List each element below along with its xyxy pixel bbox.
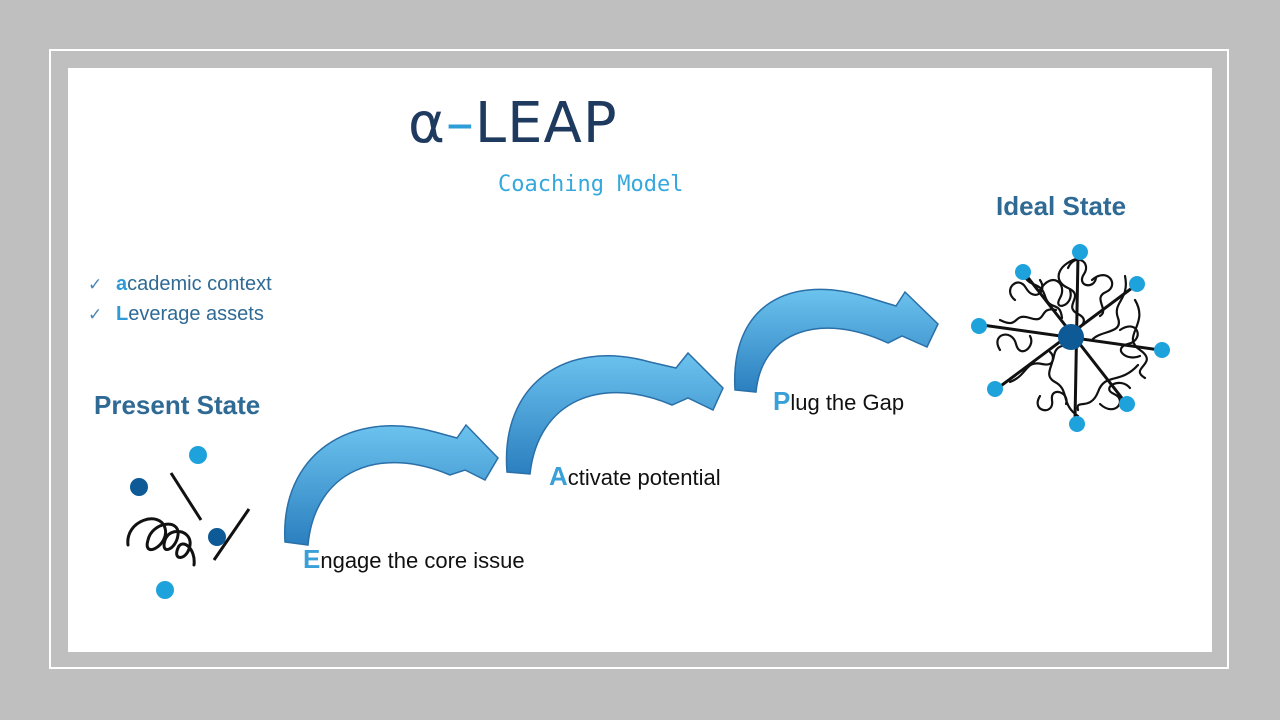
dot-light [1015, 264, 1031, 280]
center-dot [1058, 324, 1084, 350]
dot-light [189, 446, 207, 464]
present-state-icon [126, 446, 251, 599]
dot-light [1072, 244, 1088, 260]
step-text: ngage the core issue [320, 548, 525, 573]
dot-light [1129, 276, 1145, 292]
dot-dark [208, 528, 226, 546]
dot-light [156, 581, 174, 599]
squiggle-line [126, 517, 196, 567]
checklist-item-leverage: ✓ Leverage assets [88, 300, 272, 330]
step-text: lug the Gap [790, 390, 905, 415]
ideal-state-icon [971, 244, 1170, 432]
checklist-item-text: everage assets [128, 303, 264, 325]
arrow-plug [734, 288, 939, 393]
title-dash: – [445, 91, 475, 156]
dot-light [1119, 396, 1135, 412]
step-plug: Plug the Gap [773, 388, 904, 414]
step-letter: E [303, 544, 321, 574]
page-title: α–LEAP [408, 96, 618, 152]
step-activate: Activate potential [549, 463, 721, 489]
checklist-accent-letter: L [116, 303, 129, 325]
ideal-state-title: Ideal State [996, 191, 1127, 221]
step-engage: Engage the core issue [303, 546, 525, 572]
dot-light [987, 381, 1003, 397]
outer-frame [49, 49, 1229, 669]
present-state-title: Present State [94, 390, 261, 420]
title-alpha: α [408, 91, 446, 156]
title-word: LEAP [474, 91, 618, 156]
check-icon: ✓ [88, 275, 103, 295]
check-icon: ✓ [88, 305, 103, 325]
checklist-item-text: cademic context [127, 273, 272, 295]
subtitle: Coaching Model [498, 172, 684, 197]
checklist: ✓ academic context ✓ Leverage assets [88, 270, 272, 330]
step-letter: P [773, 386, 791, 416]
checklist-accent-letter: a [116, 273, 128, 295]
dot-light [971, 318, 987, 334]
arrow-activate [505, 351, 724, 475]
step-text: ctivate potential [567, 465, 721, 490]
dot-light [1069, 416, 1085, 432]
dot-light [1154, 342, 1170, 358]
slash-line [212, 508, 251, 561]
dot-dark [130, 478, 148, 496]
arrow-engage [284, 423, 499, 546]
step-letter: A [549, 461, 568, 491]
slash-line [169, 472, 203, 521]
checklist-item-academic: ✓ academic context [88, 270, 272, 300]
